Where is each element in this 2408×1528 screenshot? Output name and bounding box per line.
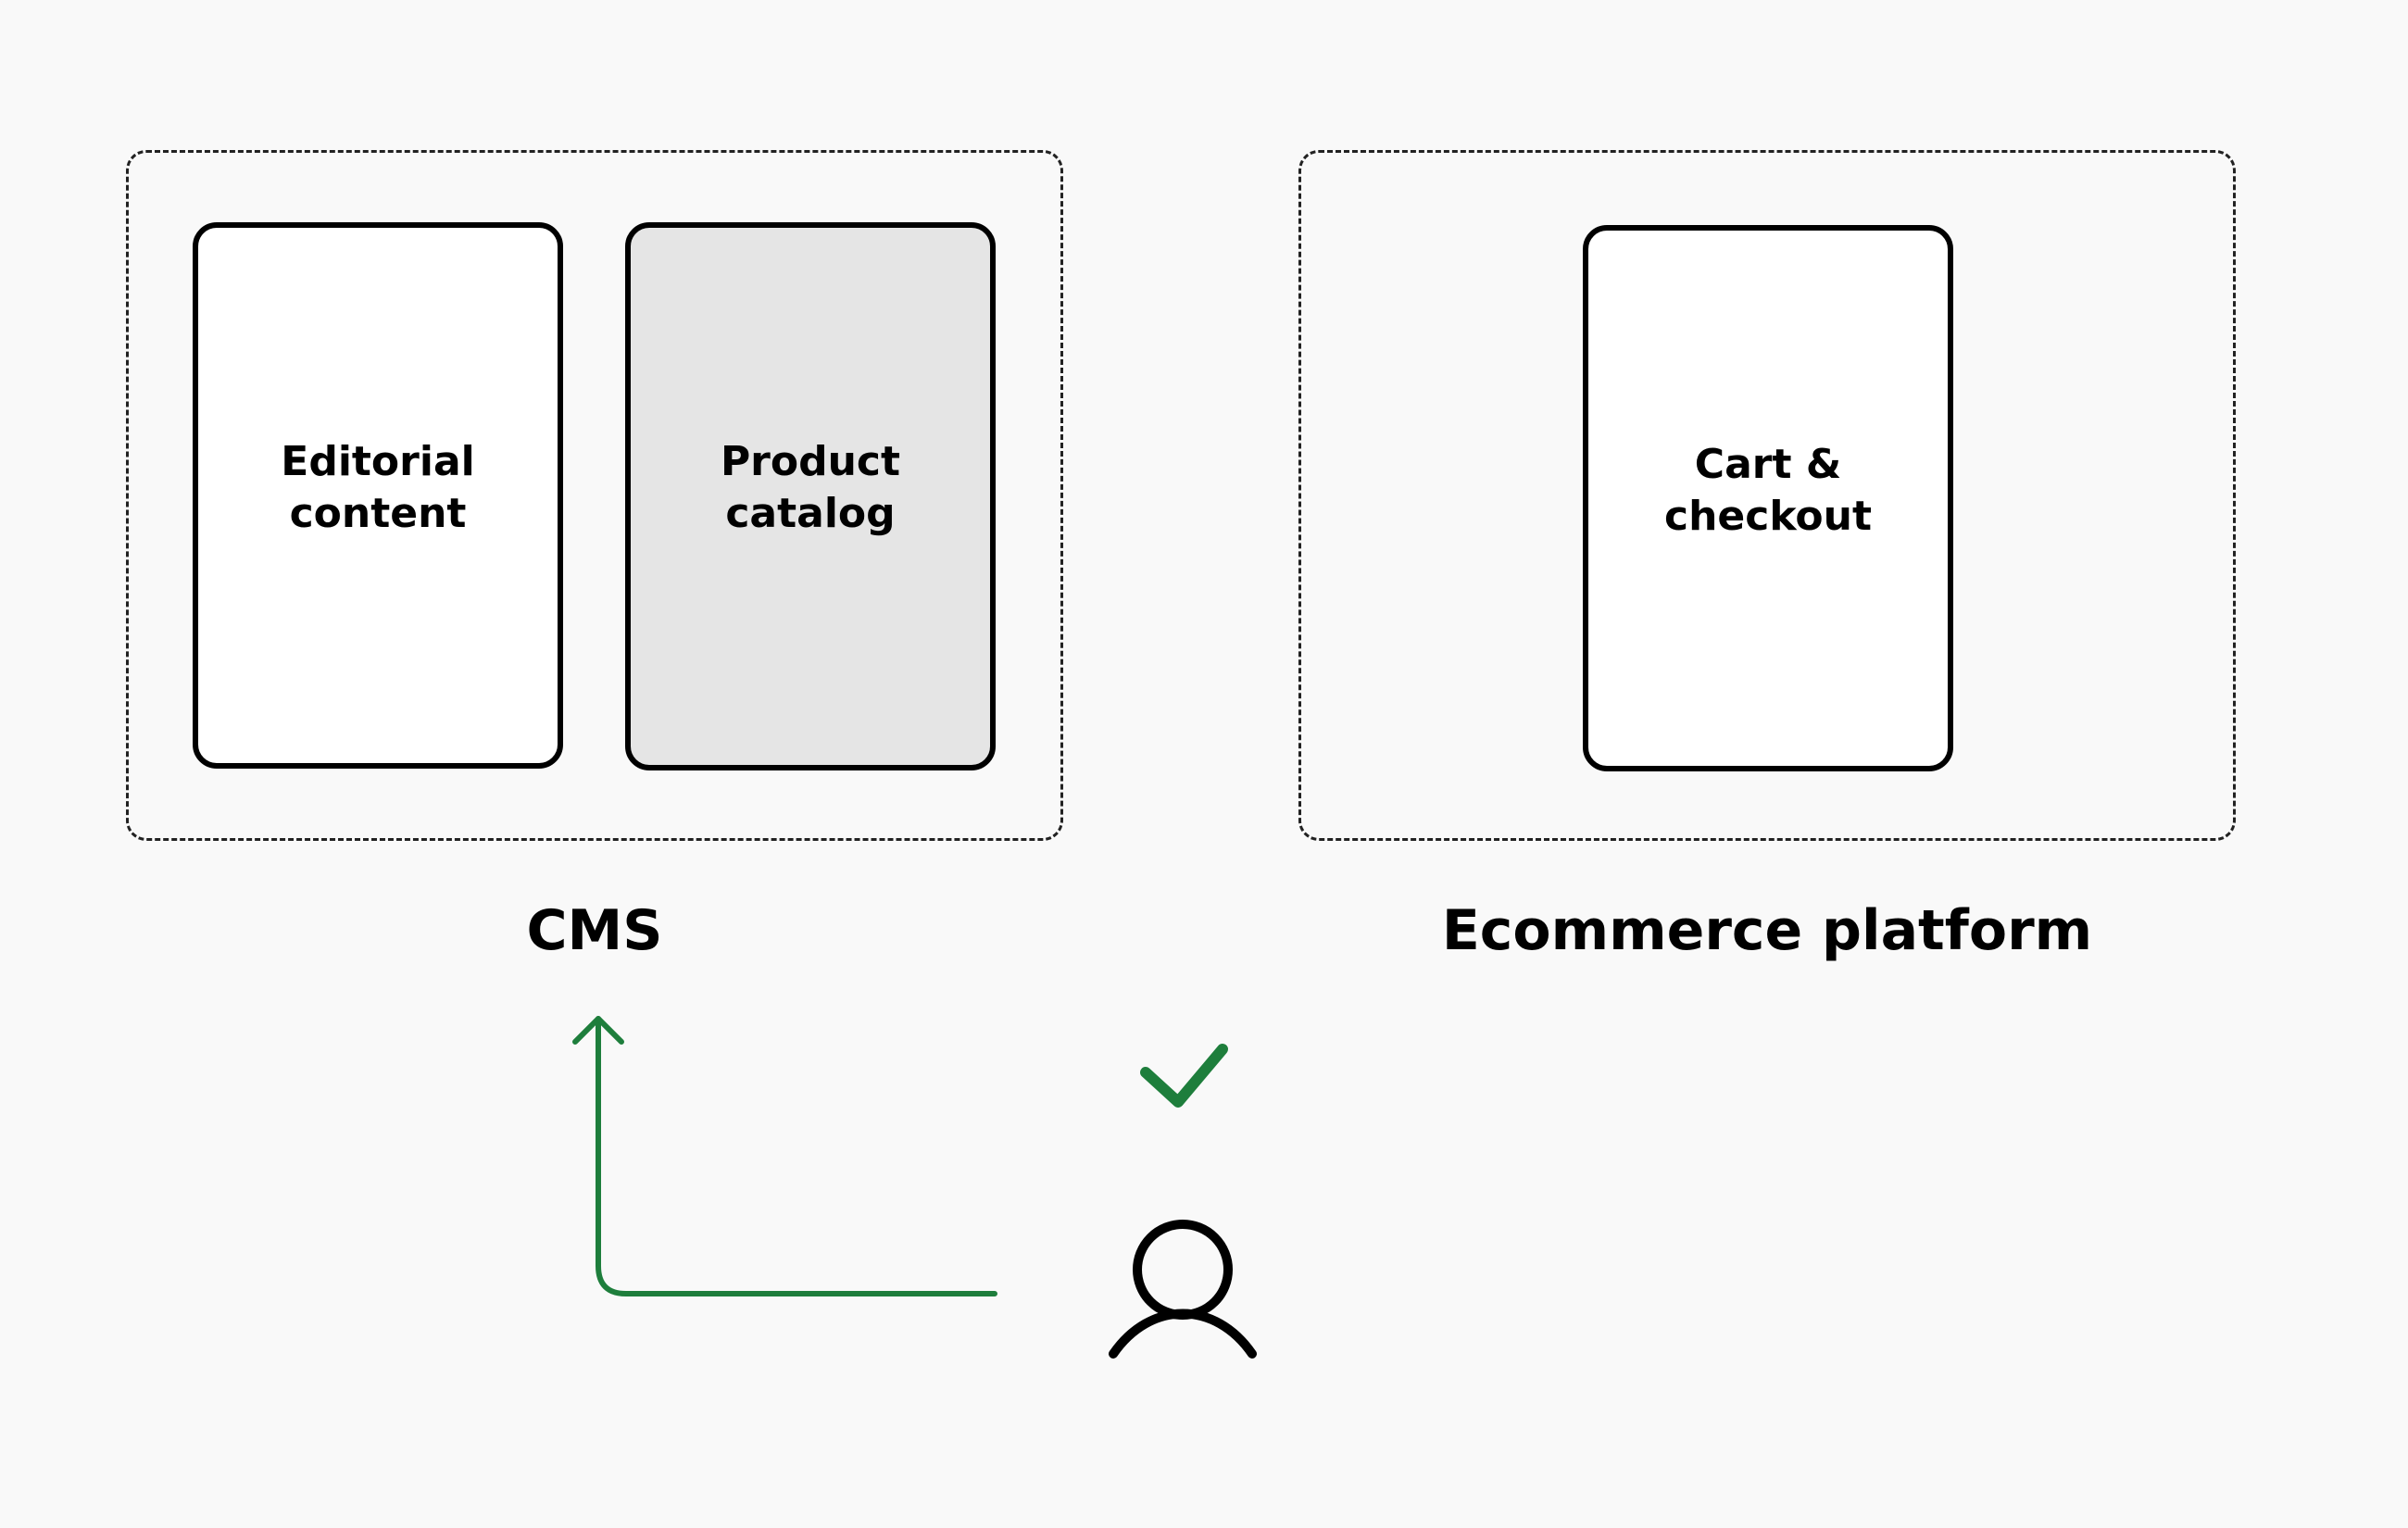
arrow-up-icon — [572, 1016, 997, 1296]
product-catalog-label: Product catalog — [720, 438, 901, 537]
ecommerce-platform-label: Ecommerce platform — [1441, 898, 2093, 963]
check-icon — [1140, 1044, 1228, 1108]
cms-label: CMS — [526, 898, 663, 963]
user-icon — [1109, 1220, 1257, 1359]
cms-group — [126, 150, 1063, 841]
cart-checkout-label: Cart & checkout — [1664, 441, 1872, 540]
cart-checkout-card: Cart & checkout — [1583, 225, 1953, 771]
editorial-content-label: Editorial content — [281, 438, 475, 537]
editorial-content-card: Editorial content — [193, 222, 563, 769]
product-catalog-card: Product catalog — [625, 222, 996, 770]
ecommerce-platform-group — [1298, 150, 2236, 841]
